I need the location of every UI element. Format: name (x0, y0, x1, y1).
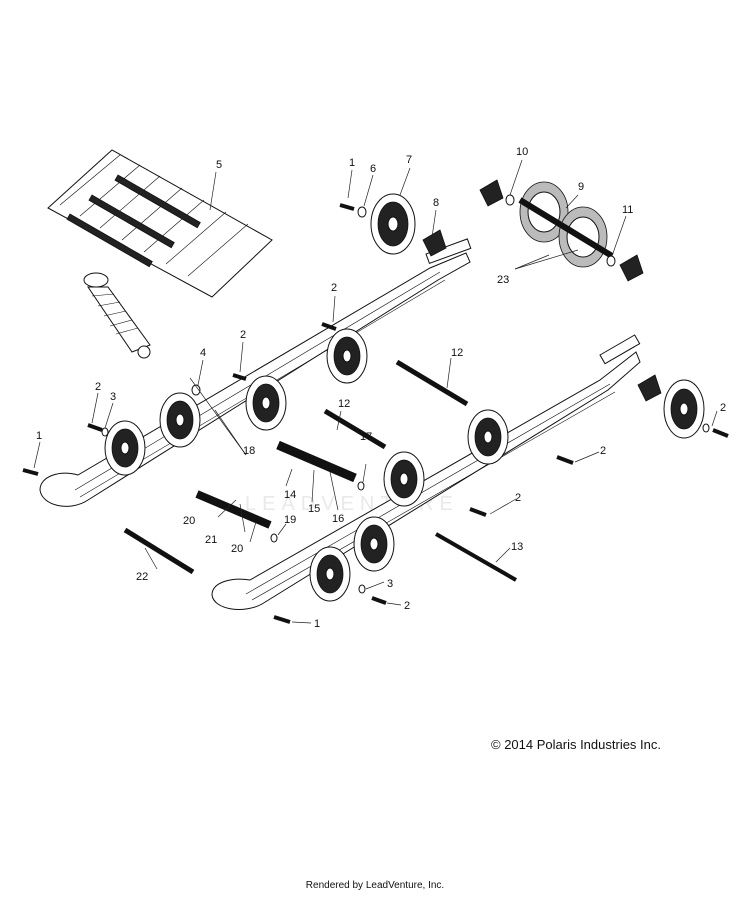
wheel-rail-3 (245, 375, 287, 431)
washer-10 (505, 194, 515, 206)
wheel-rail-8 (309, 546, 351, 602)
wheel-rail-7 (353, 516, 395, 572)
fasteners (22, 194, 729, 624)
wheel-rail-1 (104, 420, 146, 476)
wheel-rail-2 (159, 392, 201, 448)
callout-20: 20 (183, 515, 195, 527)
callout-2: 2 (720, 402, 726, 414)
callout-2: 2 (404, 600, 410, 612)
callout-8: 8 (433, 197, 439, 209)
bolt-2d (556, 455, 574, 465)
bolt-2g (712, 428, 729, 438)
bolt-1c (273, 615, 291, 624)
callout-12: 12 (451, 347, 463, 359)
washer-17 (357, 481, 365, 491)
callout-2: 2 (515, 492, 521, 504)
callout-2: 2 (95, 381, 101, 393)
washer-rear (702, 423, 710, 433)
shock-absorber-part (83, 272, 151, 359)
washer-3a (101, 427, 109, 437)
callout-14: 14 (284, 489, 296, 501)
callout-10: 10 (516, 146, 528, 158)
washer-19 (270, 533, 278, 543)
callout-17: 17 (360, 431, 372, 443)
rear-axle-assembly (422, 179, 662, 402)
callout-1: 1 (314, 618, 320, 630)
callout-1: 1 (36, 430, 42, 442)
wheel-7 (370, 193, 416, 255)
callout-15: 15 (308, 503, 320, 515)
wheel-rear-right (663, 379, 705, 439)
bolt-1a (22, 468, 39, 476)
callout-19: 19 (284, 514, 296, 526)
cross-shafts (123, 359, 517, 582)
bolt-2e (469, 507, 487, 517)
callout-11: 11 (622, 204, 633, 216)
bolt-2f (371, 596, 387, 605)
track-part (47, 149, 273, 298)
callout-2: 2 (240, 329, 246, 341)
callout-6: 6 (370, 163, 376, 175)
wheel-rail-4 (326, 328, 368, 384)
callout-13: 13 (511, 541, 523, 553)
idler-wheels (104, 193, 705, 602)
callout-20: 20 (231, 543, 243, 555)
callout-3: 3 (110, 391, 116, 403)
callout-7: 7 (406, 154, 412, 166)
bolt-2c (321, 322, 337, 331)
callout-1: 1 (349, 157, 355, 169)
callout-2: 2 (331, 282, 337, 294)
callout-5: 5 (216, 159, 222, 171)
callout-23: 23 (497, 274, 509, 286)
wheel-rail-6 (383, 451, 425, 507)
callout-4: 4 (200, 347, 206, 359)
rendered-by-footer: Rendered by LeadVenture, Inc. (305, 880, 445, 891)
bolt-2a (87, 423, 103, 432)
wheel-rail-5 (467, 409, 509, 465)
callout-22: 22 (136, 571, 148, 583)
copyright-text: © 2014 Polaris Industries Inc. (491, 737, 661, 752)
callout-18: 18 (243, 445, 255, 457)
callout-9: 9 (578, 181, 584, 193)
left-rail-part (211, 334, 641, 610)
callout-numbers: 5 1 6 7 8 10 9 11 23 2 2 4 3 2 1 12 12 1… (36, 146, 726, 630)
bolt-2b (232, 373, 247, 381)
callout-12: 12 (338, 398, 350, 410)
callout-21: 21 (205, 534, 217, 546)
leader-lines (33, 159, 718, 624)
bolt-1b (339, 203, 355, 211)
callout-3: 3 (387, 578, 393, 590)
washer-3b (358, 584, 366, 594)
callout-16: 16 (332, 513, 344, 525)
callout-2: 2 (600, 445, 606, 457)
washer-11 (606, 255, 616, 267)
nut-4 (191, 384, 201, 396)
washer-6 (357, 206, 367, 218)
